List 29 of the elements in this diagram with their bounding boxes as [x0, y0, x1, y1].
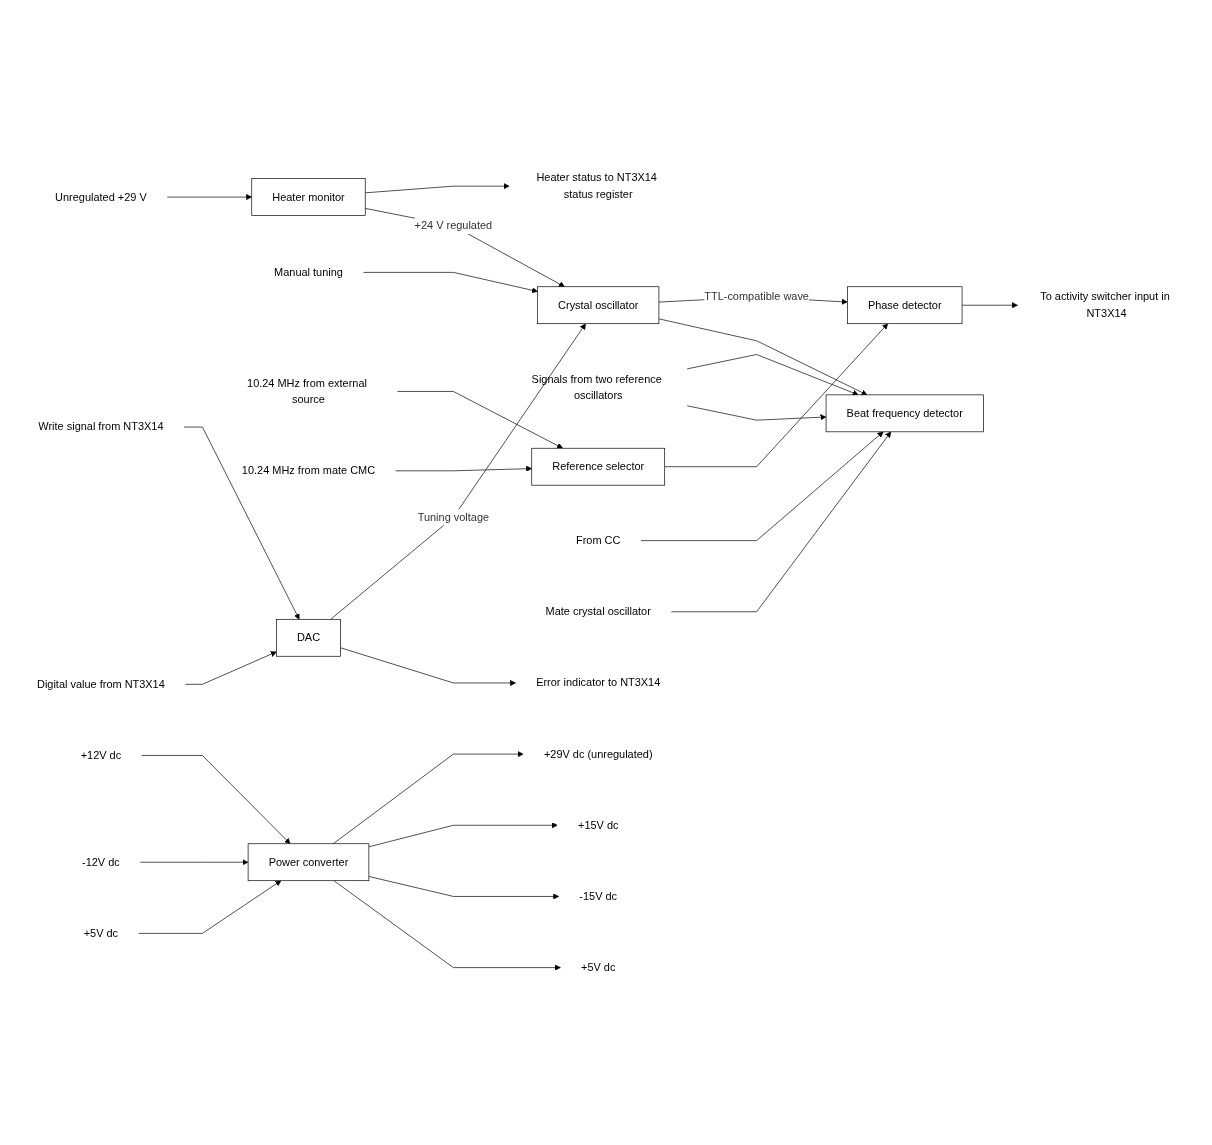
node-text: +5V dc — [581, 961, 616, 973]
edge-label: TTL-compatible wave — [704, 290, 809, 303]
node-box: DAC — [276, 618, 341, 657]
edge-label: Tuning voltage — [417, 510, 490, 523]
node-text: Signals from two reference oscillators — [531, 372, 662, 401]
node-text: 10.24 MHz from external source — [247, 376, 367, 405]
node-box: Crystal oscillator — [537, 286, 660, 324]
node-text: +5V dc — [83, 926, 119, 939]
node-text: +29V dc (unregulated) — [543, 747, 653, 760]
node-text: Digital value from NT3X14 — [37, 677, 165, 690]
node-text: Unregulated +29 V — [55, 190, 147, 203]
node-text: Manual tuning — [274, 265, 343, 278]
node-text: -15V dc — [579, 889, 618, 902]
node-box: Phase detector — [847, 286, 963, 324]
node-text: -12V dc — [82, 855, 120, 868]
node-text: 10.24 MHz from mate CMC — [241, 464, 376, 477]
node-text: To activity switcher input in NT3X14 — [1040, 290, 1170, 319]
node-box: Reference selector — [531, 447, 666, 486]
node-text: Error indicator to NT3X14 — [536, 676, 661, 689]
node-box: Beat frequency detector — [825, 394, 984, 432]
node-text: +15V dc — [578, 818, 619, 831]
node-text: +12V dc — [80, 749, 122, 761]
node-text: From CC — [576, 534, 621, 546]
node-box: Heater monitor — [251, 178, 366, 216]
node-box: Power converter — [247, 843, 370, 881]
node-text: Mate crystal oscillator — [545, 605, 651, 617]
node-text: Heater status to NT3X14 status register — [536, 171, 657, 200]
node-text: Write signal from NT3X14 — [38, 420, 164, 433]
edge-label: +24 V regulated — [414, 219, 493, 232]
